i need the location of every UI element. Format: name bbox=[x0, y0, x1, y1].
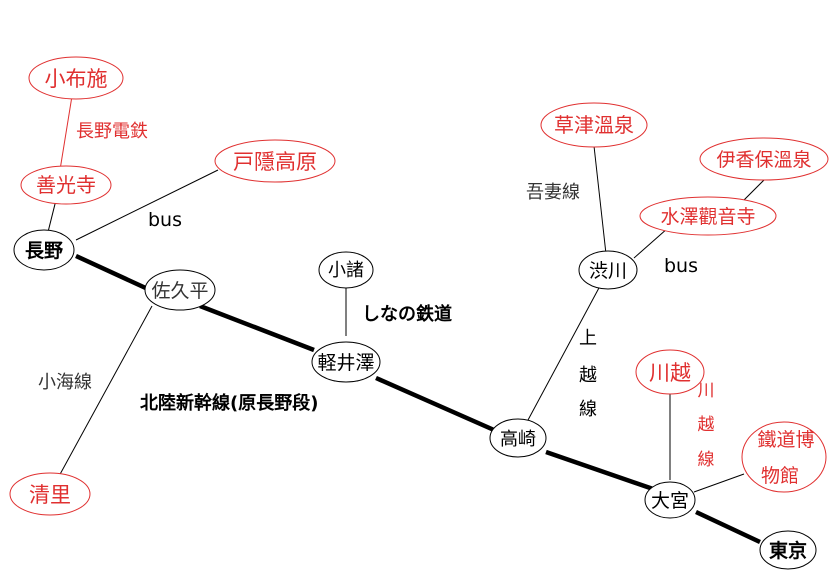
destination-label-mizusawa: 水澤觀音寺 bbox=[660, 206, 755, 228]
destination-label-kusatsu: 草津溫泉 bbox=[554, 113, 634, 137]
destination-label-kawagoe: 川越 bbox=[649, 361, 691, 385]
destination-label-zenkoji: 善光寺 bbox=[36, 173, 96, 197]
line-label-joetsu-2: 越 bbox=[579, 365, 597, 386]
connector-saku-kiyosato bbox=[57, 305, 153, 479]
destination-node-mizusawa[interactable] bbox=[639, 196, 777, 236]
connector-lines bbox=[47, 95, 767, 493]
destination-label-obuse: 小布施 bbox=[45, 67, 108, 91]
connector-shibukawa-kusatsu bbox=[593, 145, 607, 255]
station-node-karuizawa[interactable] bbox=[311, 341, 381, 383]
line-label-joetsu-1: 上 bbox=[579, 328, 597, 349]
station-label-komoro: 小諸 bbox=[328, 260, 364, 281]
line-label-kawagoe-2: 越 bbox=[698, 415, 715, 435]
line-label-kawagoe-3: 線 bbox=[698, 450, 715, 470]
connector-omiya-museum bbox=[693, 473, 745, 493]
station-node-takasaki[interactable] bbox=[489, 418, 547, 458]
line-label-hokuriku: 北陸新幹線(原長野段) bbox=[140, 392, 318, 414]
station-node-nagano[interactable] bbox=[13, 229, 75, 271]
destination-node-kusatsu[interactable] bbox=[540, 102, 648, 148]
line-label-kawagoe-1: 川 bbox=[698, 381, 715, 401]
line-label-bus-shibukawa: bus bbox=[664, 255, 698, 277]
line-label-bus-nagano: bus bbox=[148, 209, 182, 231]
destination-labels: 小布施 善光寺 戸隱高原 清里 草津溫泉 伊香保溫泉 水澤觀音寺 川越 鐵道博 … bbox=[29, 67, 815, 507]
destination-label-museum-2: 物館 bbox=[761, 465, 799, 487]
destination-node-togakushi[interactable] bbox=[214, 139, 336, 183]
station-node-omiya[interactable] bbox=[644, 481, 696, 519]
station-node-tokyo[interactable] bbox=[759, 530, 817, 570]
connector-nagano-togakushi bbox=[75, 169, 219, 241]
line-label-shinano: しなの鉄道 bbox=[362, 303, 452, 325]
station-label-nagano: 長野 bbox=[25, 240, 63, 262]
station-label-saku: 佐久平 bbox=[151, 280, 208, 302]
line-label-koumi: 小海線 bbox=[38, 372, 92, 393]
station-label-shibukawa: 渋川 bbox=[589, 260, 627, 282]
destination-node-kiyosato[interactable] bbox=[9, 472, 91, 516]
destination-nodes bbox=[9, 56, 829, 516]
station-label-omiya: 大宮 bbox=[651, 490, 689, 512]
destination-node-kawagoe[interactable] bbox=[635, 349, 705, 395]
connector-obuse-zenkoji bbox=[59, 95, 73, 171]
station-label-karuizawa: 軽井澤 bbox=[317, 352, 374, 374]
station-label-takasaki: 高崎 bbox=[500, 429, 536, 450]
station-label-tokyo: 東京 bbox=[769, 539, 807, 562]
station-node-komoro[interactable] bbox=[318, 251, 374, 289]
connector-shibukawa-mizusawa bbox=[633, 227, 669, 259]
destination-label-kiyosato: 清里 bbox=[29, 483, 71, 507]
station-labels: 長野 佐久平 小諸 軽井澤 高崎 渋川 大宮 東京 bbox=[25, 240, 807, 562]
destination-node-ikaho[interactable] bbox=[699, 137, 829, 181]
destination-label-togakushi: 戸隱高原 bbox=[233, 150, 317, 174]
destination-node-obuse[interactable] bbox=[28, 56, 124, 100]
station-nodes bbox=[13, 229, 817, 570]
line-label-joetsu-3: 線 bbox=[579, 399, 597, 420]
connector-zenkoji-nagano bbox=[47, 199, 57, 233]
line-label-agatsuma: 吾妻線 bbox=[526, 182, 580, 203]
destination-label-museum-1: 鐵道博 bbox=[757, 429, 814, 451]
hokuriku-shinkansen-line bbox=[75, 253, 761, 545]
line-labels: 長野電鉄 bus 小海線 しなの鉄道 北陸新幹線(原長野段) 吾妻線 bus 上… bbox=[38, 121, 715, 470]
station-node-saku[interactable] bbox=[144, 269, 216, 311]
destination-node-zenkoji[interactable] bbox=[20, 165, 112, 205]
destination-node-museum[interactable] bbox=[741, 421, 827, 493]
line-label-nagano-dentetsu: 長野電鉄 bbox=[76, 121, 148, 142]
destination-label-ikaho: 伊香保溫泉 bbox=[716, 149, 811, 171]
connector-takasaki-shibukawa bbox=[527, 285, 601, 421]
station-node-shibukawa[interactable] bbox=[578, 250, 638, 290]
